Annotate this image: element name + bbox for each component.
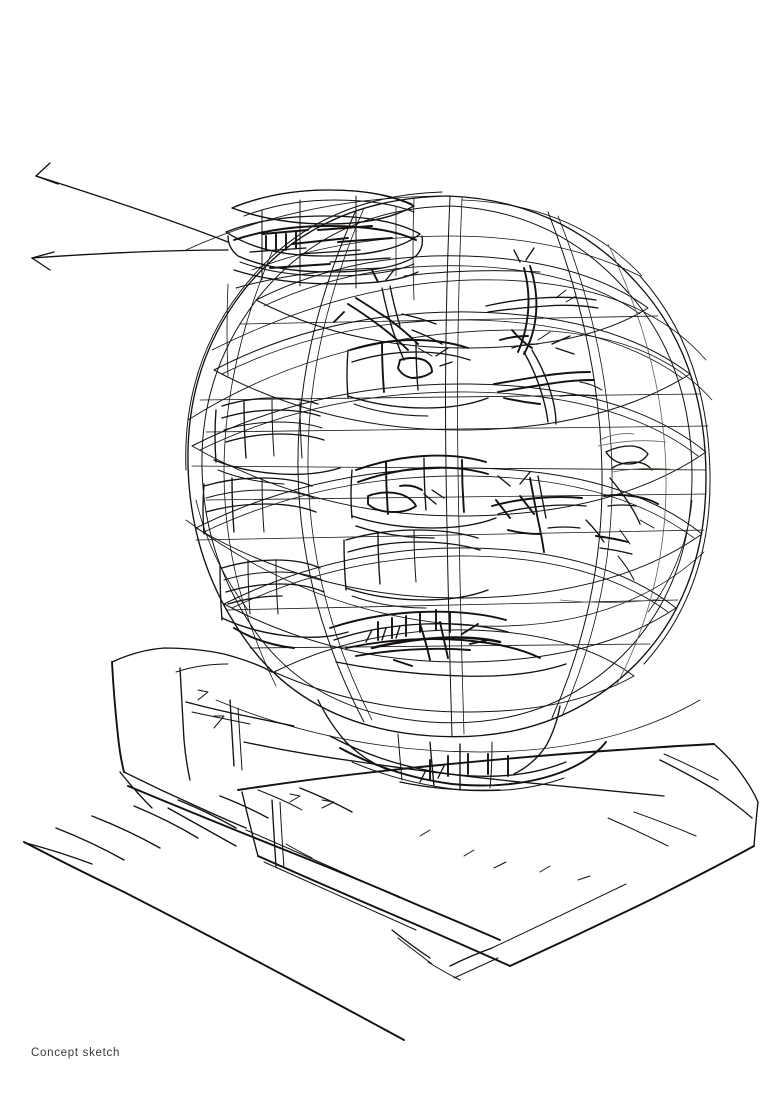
scale-figures: [265, 231, 297, 251]
sphere-base-junction: [317, 699, 607, 792]
suspended-aircraft: [333, 247, 659, 581]
interior-galleries: [202, 339, 567, 677]
sphere-envelope: [185, 191, 713, 738]
ground-plane: [23, 787, 405, 1041]
scale-figures-interior: [365, 609, 509, 783]
construction-lines: [185, 195, 701, 753]
leader-arrows: [31, 162, 229, 271]
page-caption: Concept sketch: [31, 1047, 121, 1059]
